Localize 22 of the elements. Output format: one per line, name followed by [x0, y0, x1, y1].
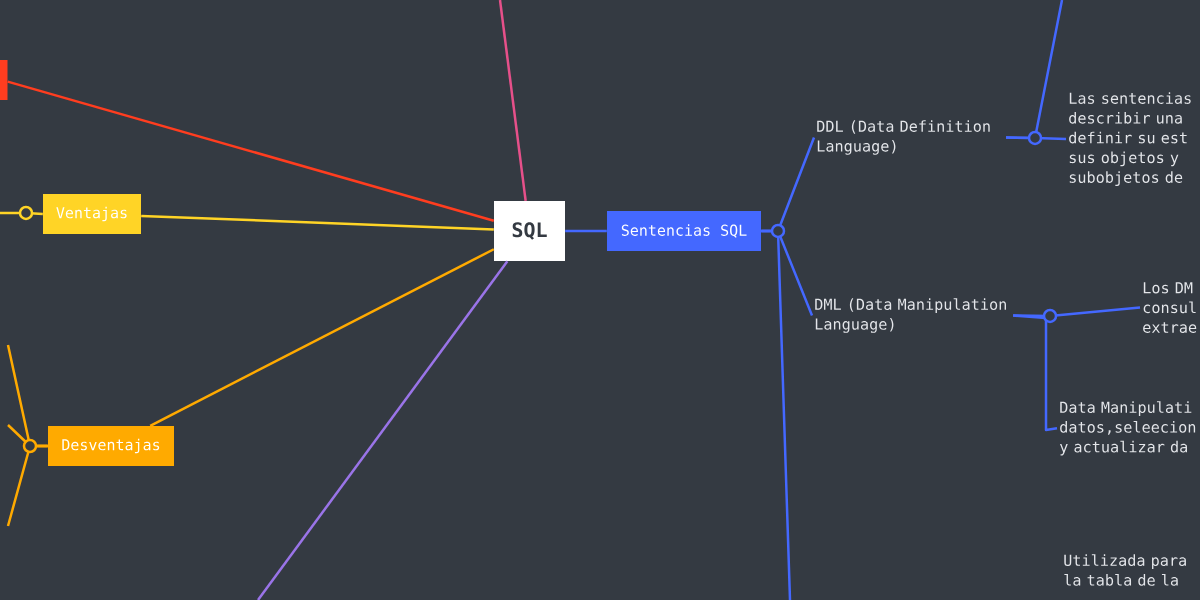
note-text: Las sentencias describir una definir su est sus objetos y subobjetos de: [1069, 92, 1191, 186]
connector-line: [0, 211, 43, 216]
connector-line: [257, 260, 509, 600]
topic-box: Ventajas: [43, 194, 141, 234]
topic-box: [0, 60, 8, 100]
connector-line: [1006, 0, 1064, 140]
note-text: Utilizada para la tabla de la: [1064, 554, 1186, 586]
connector-line: [1013, 314, 1058, 432]
topic-box: Desventajas: [48, 426, 174, 466]
connector-line: [6, 444, 48, 527]
connector-line: [1013, 306, 1141, 318]
topic-box: Sentencias SQL: [607, 211, 761, 251]
subtopic-text: DDL (Data Definition Language): [817, 120, 990, 155]
central-topic-box: SQL: [494, 201, 565, 261]
connector-line: [761, 229, 792, 600]
note-text: Los DM consul extrae: [1143, 282, 1197, 333]
connector-line: [565, 229, 607, 233]
connector-line: [141, 214, 494, 231]
connector-line: [149, 248, 495, 427]
subtopic-text: DML (Data Manipulation Language): [815, 298, 1006, 333]
connector-line: [498, 0, 527, 201]
note-text: Data Manipulati datos,seleecion y actualizar da: [1060, 401, 1196, 456]
